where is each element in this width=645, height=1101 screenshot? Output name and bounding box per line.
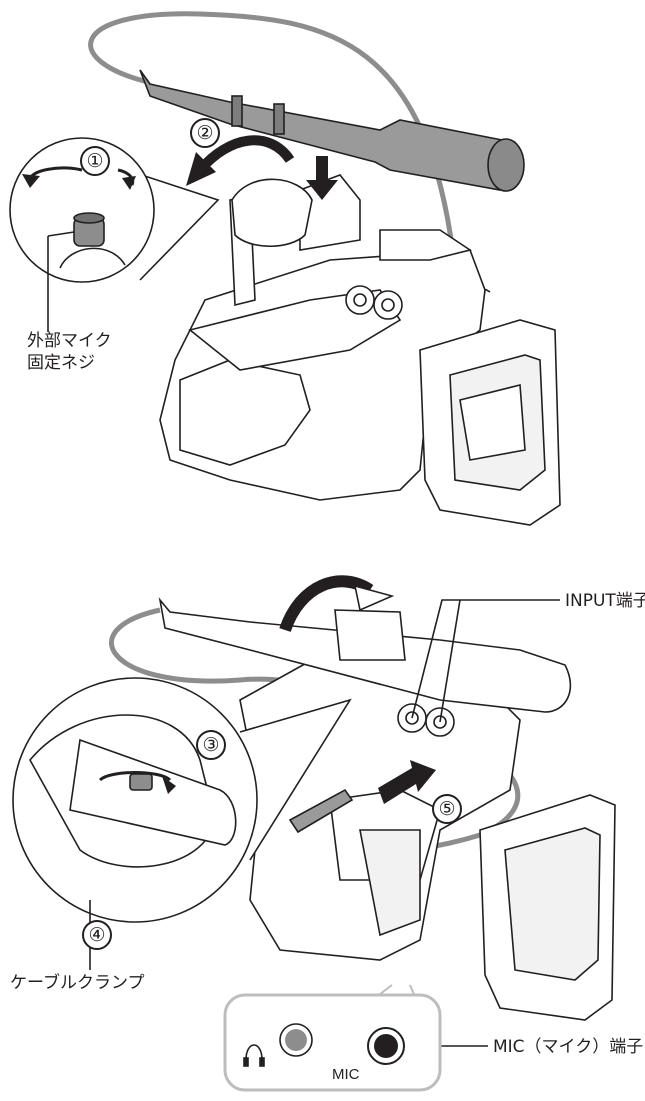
mic-panel-label: MIC [332,1066,360,1083]
top-callout [9,137,220,332]
top-rotate-arrow [196,135,295,174]
bottom-insert-arrow [378,760,436,804]
headphone-icon [245,1044,263,1061]
top-camera-body [159,174,486,501]
top-lens-hood [419,319,561,526]
mic-lock-screw-label-line1: 外部マイク [27,331,112,351]
top-microphone [139,69,525,192]
mic-lock-screw-label-line2: 固定ネジ [27,353,95,373]
top-insert-arrow [316,156,328,184]
step-1-marker: ① [80,146,110,176]
step-4-marker: ④ [82,920,112,950]
step-3-marker: ③ [196,730,226,760]
top-mic-holder [231,178,313,248]
bottom-illustration [109,575,616,1021]
step-5-marker: ⑤ [432,794,462,824]
bottom-lens-hood [479,794,616,1021]
jack-panel [223,993,442,1092]
top-mic-cable [88,11,458,271]
mic-lock-screw-label: 外部マイク 固定ネジ [27,330,112,374]
top-illustration [88,11,561,526]
mic-terminal-label: MIC（マイク）端子 [493,1037,644,1057]
bottom-microphone [158,597,572,713]
step-2-marker: ② [190,118,220,148]
input-leader-line [411,599,560,719]
cable-clamp-label: ケーブルクランプ [10,973,145,993]
input-terminal-label: INPUT端子 [565,591,645,611]
bottom-xlr-plug [288,788,354,834]
bottom-rotate-arrow [279,575,374,633]
